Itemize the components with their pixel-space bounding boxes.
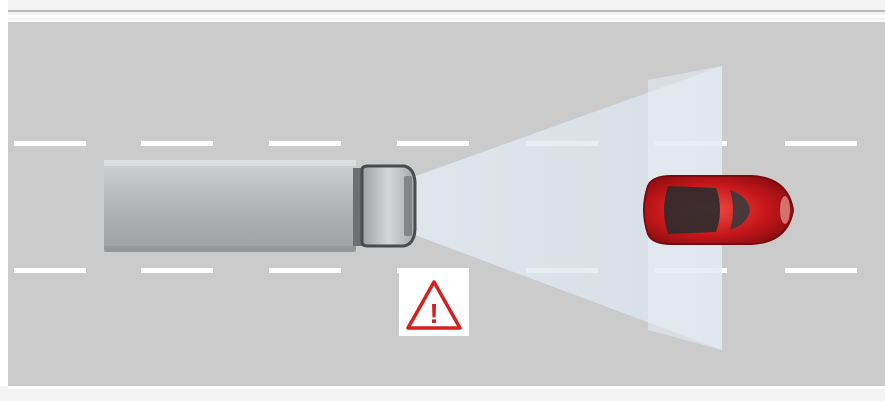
road-edge-line-bottom <box>8 386 885 389</box>
warning-symbol: ! <box>429 298 438 329</box>
warning-sign: ! <box>399 270 469 336</box>
truck-trailer <box>104 160 356 252</box>
road-left-border <box>0 0 8 401</box>
road-top-rail <box>8 10 885 12</box>
car-icon <box>644 176 793 244</box>
car-roof-glass <box>664 186 720 234</box>
truck-windshield <box>404 176 412 236</box>
car-headlights <box>780 196 790 224</box>
road-edge-line-top <box>0 15 885 18</box>
truck-icon <box>104 160 415 252</box>
